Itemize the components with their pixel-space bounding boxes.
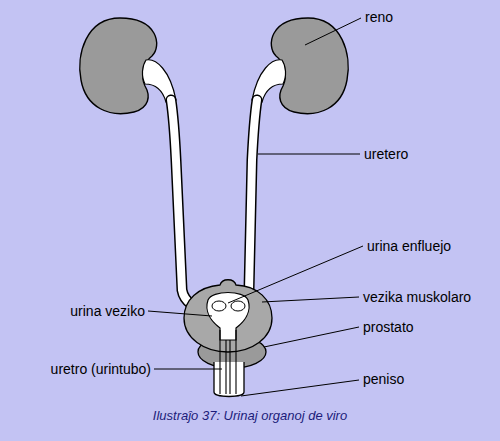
part-label: uretro (urintubo)	[51, 360, 151, 378]
part-label: prostato	[363, 318, 414, 336]
part-label: peniso	[363, 370, 404, 388]
ureter-lumen	[171, 100, 212, 312]
part-label: urina enfluejo	[367, 237, 451, 255]
leader-lines	[148, 18, 363, 396]
ureter-opening	[231, 301, 245, 311]
part-label: urina veziko	[70, 302, 145, 320]
part-label: vezika muskolaro	[363, 288, 471, 306]
ureter	[171, 100, 212, 312]
ureter-opening	[212, 301, 226, 311]
caption: Ilustraĵo 37: Urinaj organoj de viro	[153, 408, 347, 424]
part-label: uretero	[364, 145, 408, 163]
bladder	[207, 293, 249, 341]
urethra	[220, 330, 236, 394]
bladder-muscle	[184, 280, 272, 352]
penis	[214, 362, 244, 397]
ureter	[244, 100, 257, 312]
ureter-lumen	[244, 100, 257, 312]
part-label: reno	[365, 8, 393, 26]
